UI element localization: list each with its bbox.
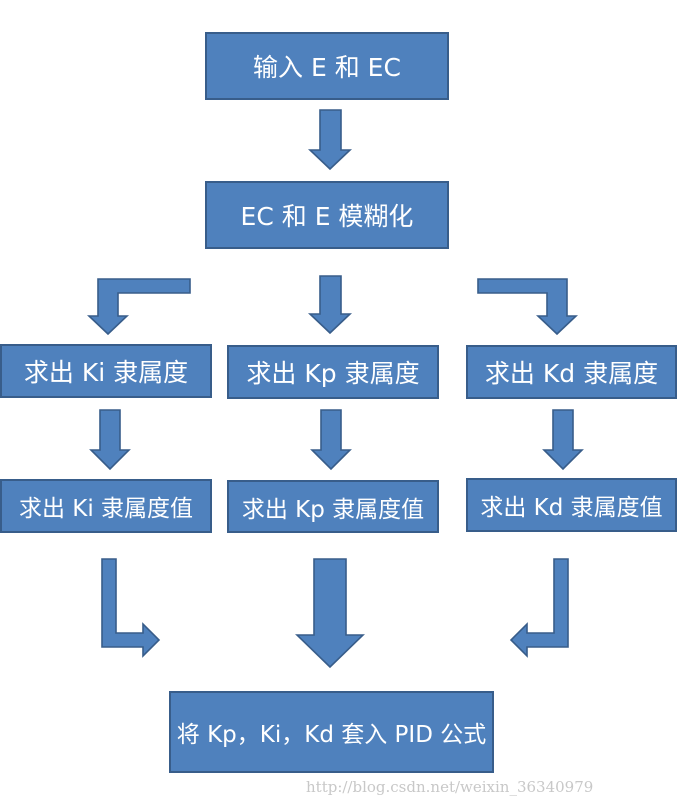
node-kp-value: 求出 Kp 隶属度值 [227,480,439,533]
arrow-bent-fuzzify-to-ki [86,278,191,336]
node-kp-membership: 求出 Kp 隶属度 [227,345,439,399]
node-pid: 将 Kp，Ki，Kd 套入 PID 公式 [169,691,494,773]
arrow-down-fuzzify-to-kp [307,275,353,335]
arrow-down-kp [310,409,352,471]
arrow-down-kd [542,409,584,471]
watermark: http://blog.csdn.net/weixin_36340979 [306,778,594,796]
arrow-down-input-to-fuzzify [307,109,353,171]
node-input: 输入 E 和 EC [205,32,449,100]
node-kd-membership: 求出 Kd 隶属度 [466,345,677,399]
arrow-down-kp-to-pid [295,558,365,669]
node-kd-value: 求出 Kd 隶属度值 [466,478,677,532]
arrow-bent-ki-to-pid [101,558,161,658]
arrow-down-ki [89,409,131,471]
arrow-bent-kd-to-pid [509,558,569,658]
node-ki-value: 求出 Ki 隶属度值 [0,479,212,533]
node-fuzzify: EC 和 E 模糊化 [205,181,449,249]
node-ki-membership: 求出 Ki 隶属度 [0,344,212,398]
arrow-bent-fuzzify-to-kd [477,278,579,336]
